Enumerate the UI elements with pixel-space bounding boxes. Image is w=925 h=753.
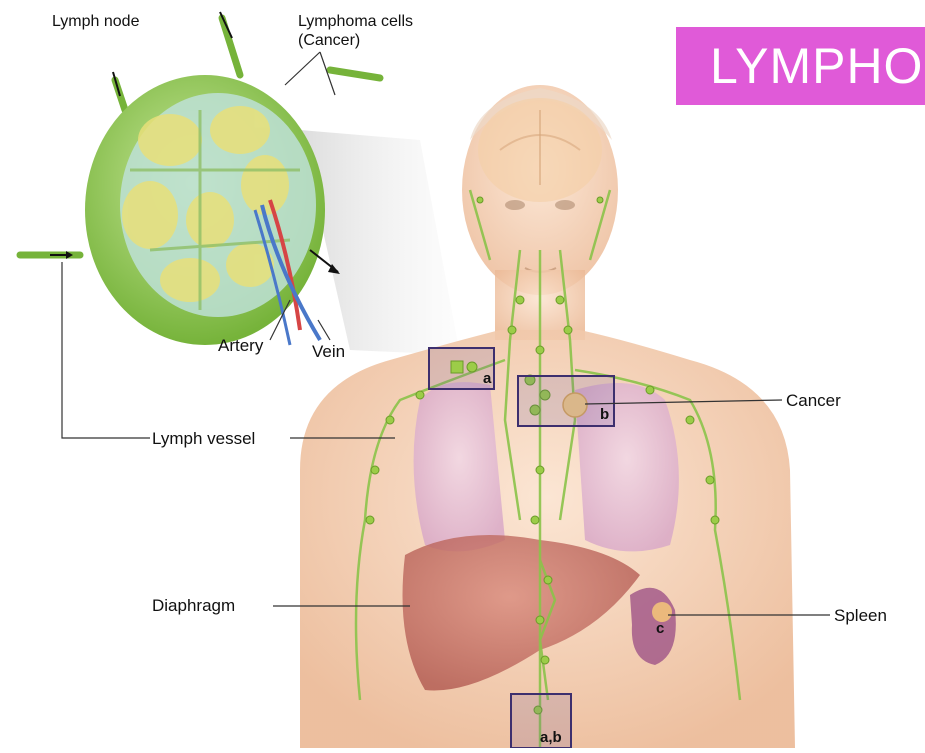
left-lung — [414, 382, 505, 551]
region-marker-ab: a,b — [540, 729, 562, 746]
banner-title: LYMPHOM — [710, 39, 925, 93]
artery-label: Artery — [218, 336, 263, 355]
title-banner: LYMPHOM — [676, 27, 925, 105]
lymph-node-label: Lymph node — [52, 12, 139, 31]
region-marker-c: c — [656, 620, 664, 637]
lymphoma-cells-label: Lymphoma cells — [298, 12, 413, 31]
diaphragm-label: Diaphragm — [152, 596, 235, 615]
lymph-vessel-label: Lymph vessel — [152, 429, 255, 448]
zoom-wedge — [300, 130, 460, 355]
cancer-label: Cancer — [786, 391, 841, 410]
spleen-label: Spleen — [834, 606, 887, 625]
lymphoma-cells-sublabel: (Cancer) — [298, 31, 360, 50]
vein-label: Vein — [312, 342, 345, 361]
region-marker-b: b — [600, 406, 609, 423]
region-marker-a: a — [483, 370, 491, 387]
